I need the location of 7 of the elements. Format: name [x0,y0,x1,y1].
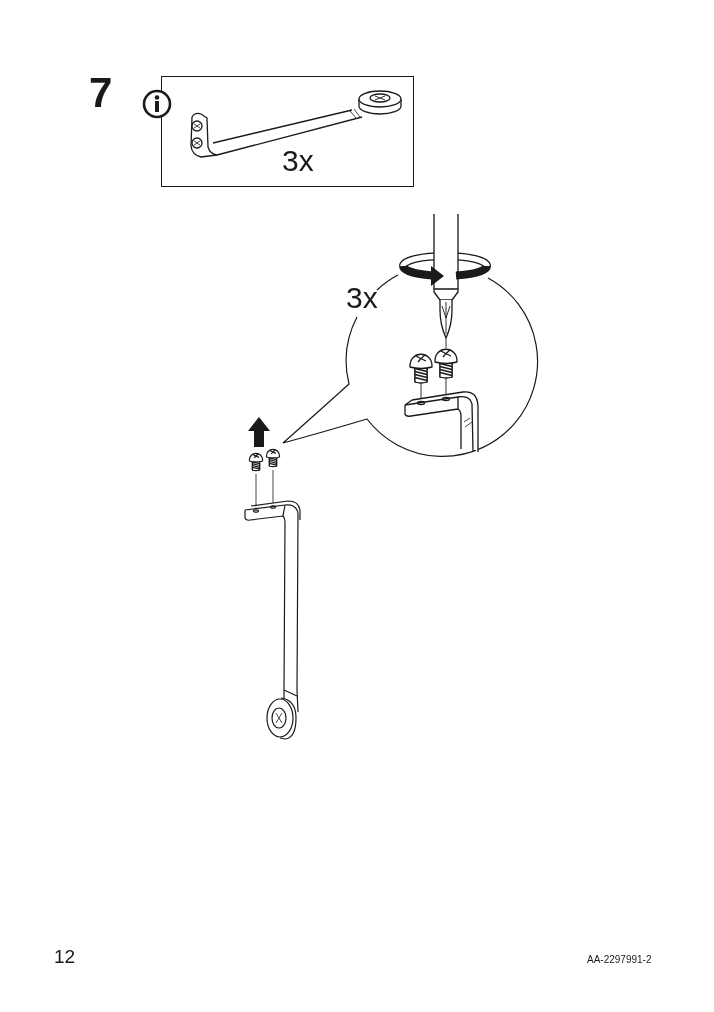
page-number: 12 [54,947,76,966]
quantity-label: 3x [282,146,314,176]
quantity-label: 3x [346,283,378,313]
info-panel [161,76,414,187]
step-number: 7 [89,72,113,114]
magnifier-callout [280,272,539,458]
document-code: AA-2297991-2 [587,955,652,965]
